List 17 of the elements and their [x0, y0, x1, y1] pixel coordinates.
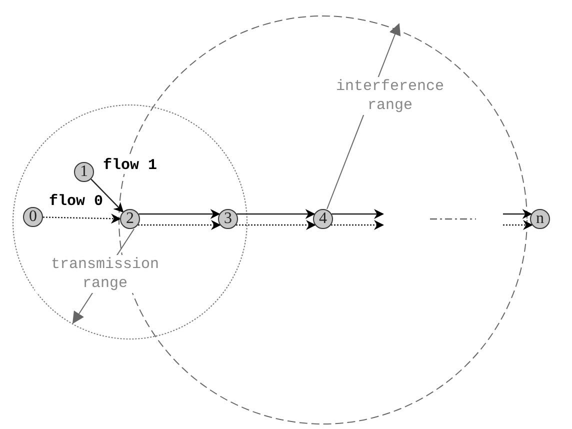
arrow: [236, 209, 316, 219]
arrow: [503, 209, 532, 219]
arrow: [236, 220, 316, 230]
arrow: [42, 214, 121, 224]
arrow: [331, 220, 384, 230]
edge-label: flow 1: [102, 157, 158, 174]
arrow: [90, 178, 124, 213]
network-node: 0: [23, 207, 43, 227]
arrow: [503, 220, 533, 230]
network-node: 2: [120, 209, 140, 229]
network-node: 3: [218, 209, 238, 229]
network-node: n: [530, 209, 550, 229]
arrow: [332, 209, 384, 219]
network-node: 1: [74, 162, 94, 182]
arrow: [138, 220, 221, 230]
arrow: [138, 209, 220, 219]
network-node: 4: [313, 209, 333, 229]
